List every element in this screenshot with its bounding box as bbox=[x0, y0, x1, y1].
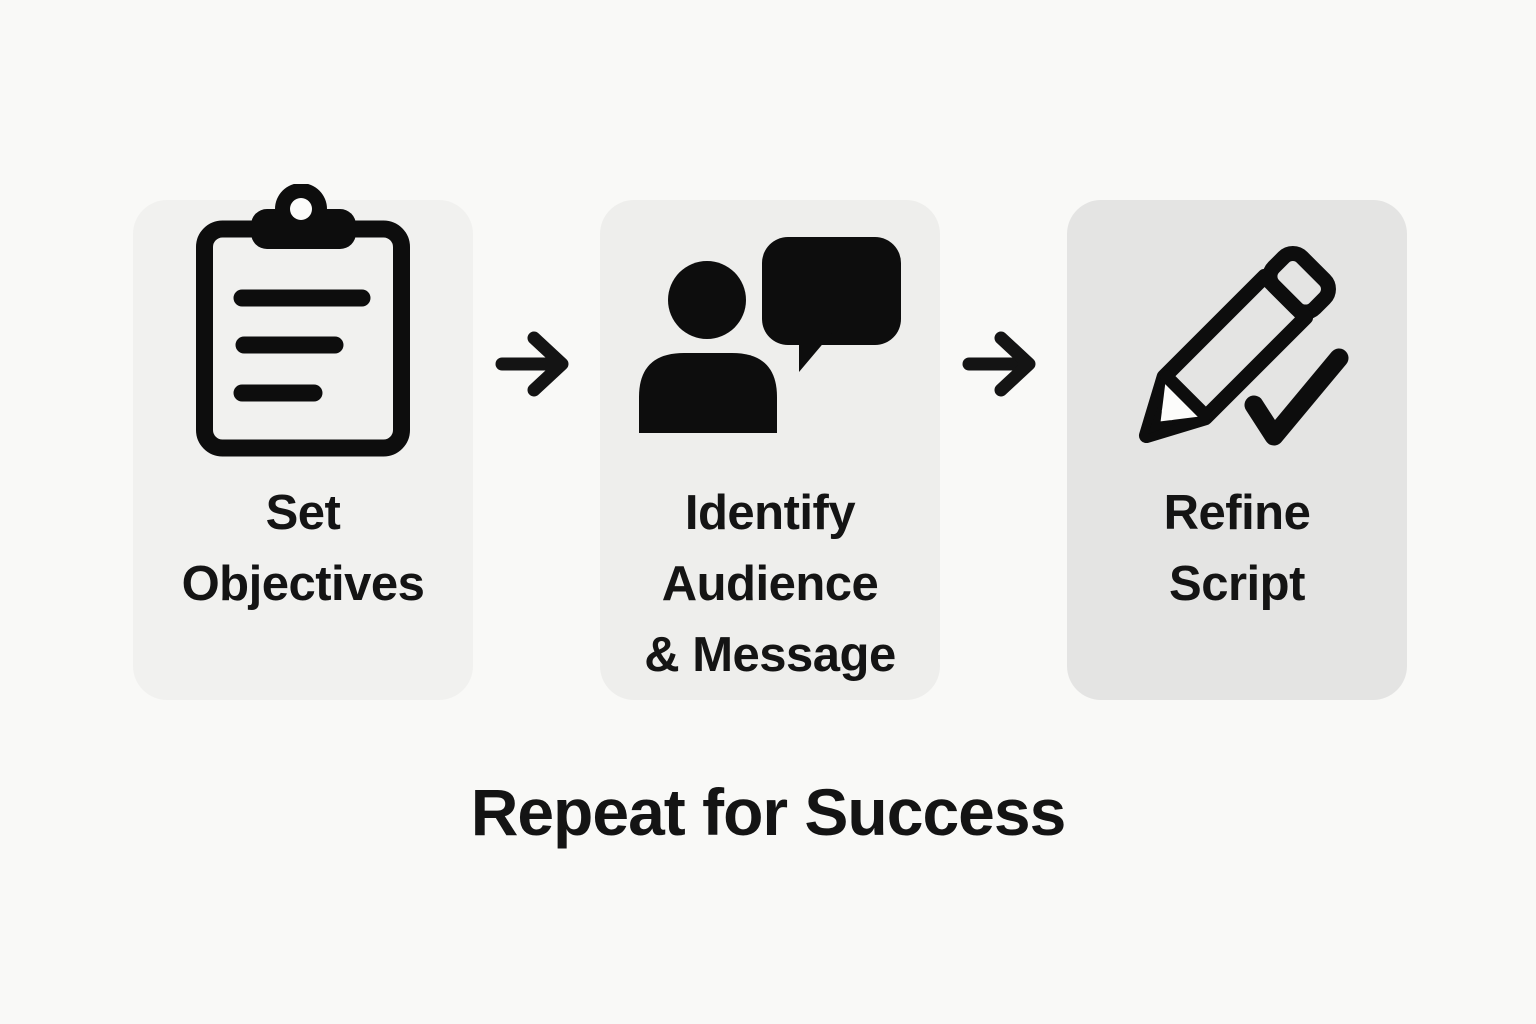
step-label-line: Identify bbox=[684, 486, 856, 540]
step-label-line: Objectives bbox=[181, 557, 425, 611]
step-label-line: & Message bbox=[644, 628, 896, 682]
arrow-right-icon bbox=[940, 324, 1067, 404]
step-card-set-objectives: Set Objectives bbox=[133, 184, 473, 700]
step-label-line: Refine bbox=[1163, 486, 1311, 540]
step-card-identify-audience-message: Identify Audience & Message bbox=[600, 200, 940, 700]
footer-title: Repeat for Success bbox=[470, 775, 1067, 849]
person-chat-icon bbox=[600, 200, 940, 470]
flow-row: Set Objectives bbox=[133, 184, 1407, 700]
clipboard-icon bbox=[133, 184, 473, 470]
step-label-line: Audience bbox=[661, 557, 879, 611]
step-card-refine-script: Refine Script bbox=[1067, 200, 1407, 700]
step-label-identify-audience-message: Identify Audience & Message bbox=[644, 478, 896, 691]
step-label-line: Set bbox=[265, 486, 341, 540]
arrow-right-icon bbox=[473, 324, 600, 404]
step-label-refine-script: Refine Script bbox=[1164, 478, 1311, 620]
step-label-line: Script bbox=[1169, 557, 1305, 611]
pencil-check-icon bbox=[1067, 200, 1407, 470]
step-label-set-objectives: Set Objectives bbox=[182, 478, 425, 620]
